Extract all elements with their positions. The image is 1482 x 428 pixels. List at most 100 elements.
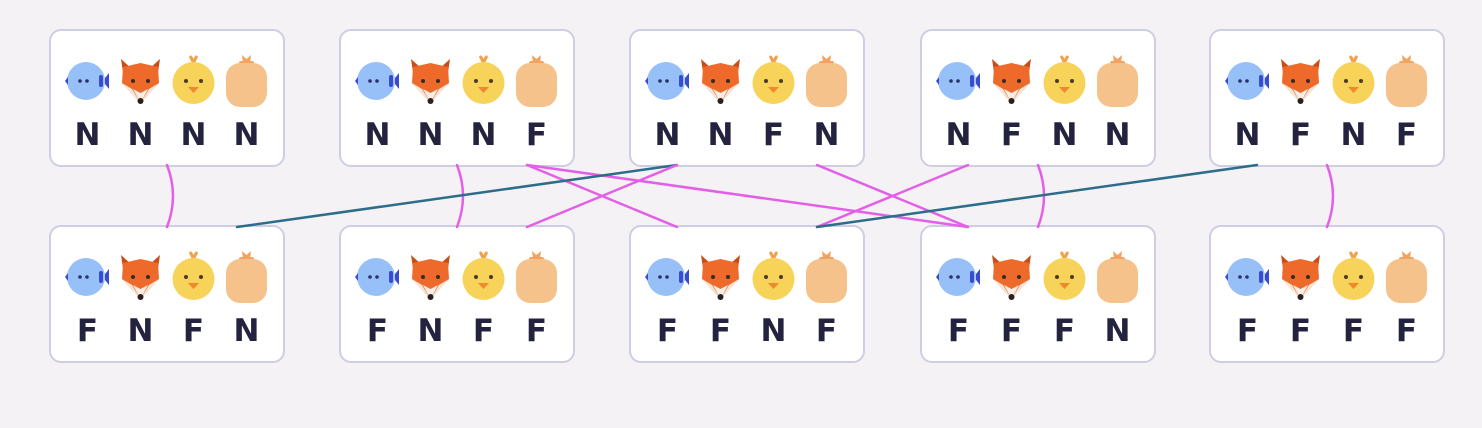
character-icons [645, 53, 849, 109]
side-letter: F [1289, 117, 1312, 153]
edge-nfnf-ffff [1325, 163, 1335, 229]
side-letter: N [233, 313, 260, 349]
blue-fish-icon [1225, 53, 1270, 109]
grain-sack-icon [514, 53, 559, 109]
blue-fish-icon [355, 53, 400, 109]
chick-icon [461, 53, 506, 109]
character-icons [355, 53, 559, 109]
side-letter: N [1104, 313, 1131, 349]
fox-icon [989, 249, 1034, 305]
fox-icon [1278, 53, 1323, 109]
fox-icon [118, 53, 163, 109]
chick-icon [171, 249, 216, 305]
edge-nnnf-fnff [455, 163, 465, 229]
side-letter: F [525, 117, 548, 153]
blue-fish-icon [65, 249, 110, 305]
side-letter: N [233, 117, 260, 153]
grain-sack-icon [514, 249, 559, 305]
edge-nnnn-fnfn [165, 163, 175, 229]
side-letter: F [656, 313, 679, 349]
grain-sack-icon [1384, 53, 1429, 109]
side-letter: F [1395, 117, 1418, 153]
side-letter: N [127, 117, 154, 153]
chick-icon [1331, 53, 1376, 109]
character-icons [936, 53, 1140, 109]
edge-nfnn-fffn [1036, 163, 1046, 229]
side-letter: N [945, 117, 972, 153]
blue-fish-icon [936, 53, 981, 109]
side-letter: N [470, 117, 497, 153]
character-icons [936, 249, 1140, 305]
blue-fish-icon [645, 249, 690, 305]
side-letter: N [127, 313, 154, 349]
side-letter: F [709, 313, 732, 349]
side-letter: F [1289, 313, 1312, 349]
blue-fish-icon [65, 53, 110, 109]
chick-icon [1042, 249, 1087, 305]
fox-icon [1278, 249, 1323, 305]
fox-icon [698, 249, 743, 305]
side-letter: F [1236, 313, 1259, 349]
fox-icon [698, 53, 743, 109]
fox-icon [118, 249, 163, 305]
side-letter: N [707, 117, 734, 153]
character-icons [645, 249, 849, 305]
character-icons [1225, 53, 1429, 109]
side-letter: F [366, 313, 389, 349]
side-letter: N [180, 117, 207, 153]
grain-sack-icon [1095, 249, 1140, 305]
side-letter: N [74, 117, 101, 153]
edge-nnfn-fnfn [235, 163, 679, 229]
chick-icon [1042, 53, 1087, 109]
side-letter: F [472, 313, 495, 349]
chick-icon [1331, 249, 1376, 305]
side-letter: N [1234, 117, 1261, 153]
side-letter: F [1342, 313, 1365, 349]
side-letter: F [525, 313, 548, 349]
chick-icon [461, 249, 506, 305]
grain-sack-icon [224, 53, 269, 109]
side-letter: N [813, 117, 840, 153]
blue-fish-icon [1225, 249, 1270, 305]
side-letter: F [1000, 117, 1023, 153]
fox-icon [408, 53, 453, 109]
side-letter: N [654, 117, 681, 153]
side-letter: N [1051, 117, 1078, 153]
grain-sack-icon [224, 249, 269, 305]
character-icons [355, 249, 559, 305]
fox-icon [408, 249, 453, 305]
side-letter: F [947, 313, 970, 349]
blue-fish-icon [936, 249, 981, 305]
grain-sack-icon [804, 53, 849, 109]
character-icons [65, 249, 269, 305]
side-letter: F [1395, 313, 1418, 349]
side-letter: N [417, 117, 444, 153]
side-letter: F [1000, 313, 1023, 349]
edge-nfnf-ffnf [815, 163, 1259, 229]
character-icons [65, 53, 269, 109]
blue-fish-icon [645, 53, 690, 109]
edge-nfnn-ffnf [815, 163, 970, 229]
blue-fish-icon [355, 249, 400, 305]
side-letter: F [762, 117, 785, 153]
side-letter: N [417, 313, 444, 349]
side-letter: F [815, 313, 838, 349]
